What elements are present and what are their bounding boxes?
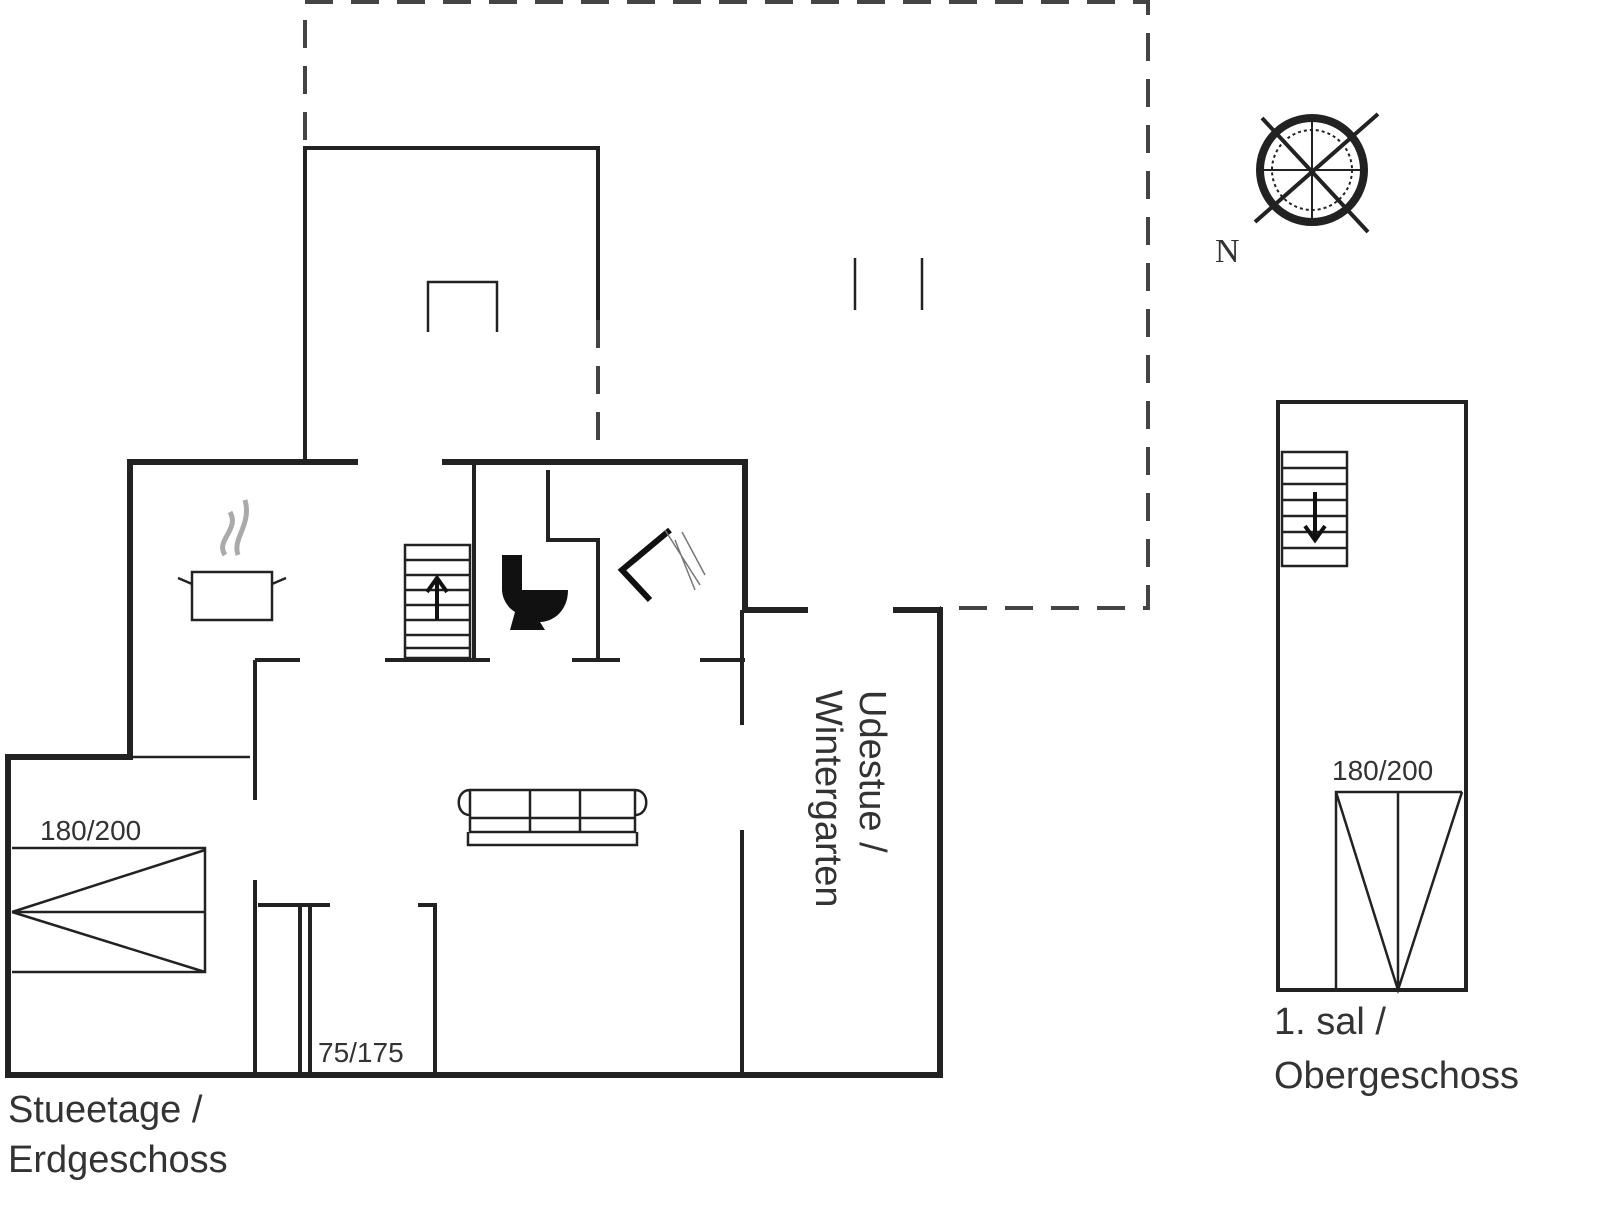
cooking-pot-icon — [177, 499, 287, 622]
bed-size-ground: 180/200 — [40, 815, 141, 846]
terrace-outline — [303, 0, 1150, 610]
ground-floor-label-2: Erdgeschoss — [8, 1139, 228, 1181]
svg-text:Udestue /: Udestue / — [851, 690, 893, 853]
shower-icon — [617, 527, 706, 603]
annex-walls — [303, 146, 924, 462]
stairs-down-icon — [1280, 450, 1349, 568]
svg-text:Wintergarten: Wintergarten — [807, 690, 849, 908]
compass-icon — [1253, 112, 1380, 234]
toilet-icon — [502, 555, 568, 630]
first-floor-label-2: Obergeschoss — [1274, 1055, 1519, 1097]
closet-bed-size: 75/175 — [318, 1037, 404, 1068]
first-floor-walls — [1276, 400, 1468, 992]
conservatory-label: Udestue / Wintergarten — [807, 690, 893, 908]
ground-floor-label-1: Stueetage / — [8, 1089, 203, 1131]
bed-size-first: 180/200 — [1332, 755, 1433, 786]
ground-floor-walls — [5, 459, 943, 1078]
stairs-up-icon — [403, 543, 472, 660]
sofa-icon — [457, 788, 648, 847]
double-bed-ground — [11, 846, 207, 974]
double-bed-first — [1334, 790, 1464, 995]
compass-north-label: N — [1215, 233, 1240, 270]
first-floor-label-1: 1. sal / — [1274, 1001, 1386, 1043]
